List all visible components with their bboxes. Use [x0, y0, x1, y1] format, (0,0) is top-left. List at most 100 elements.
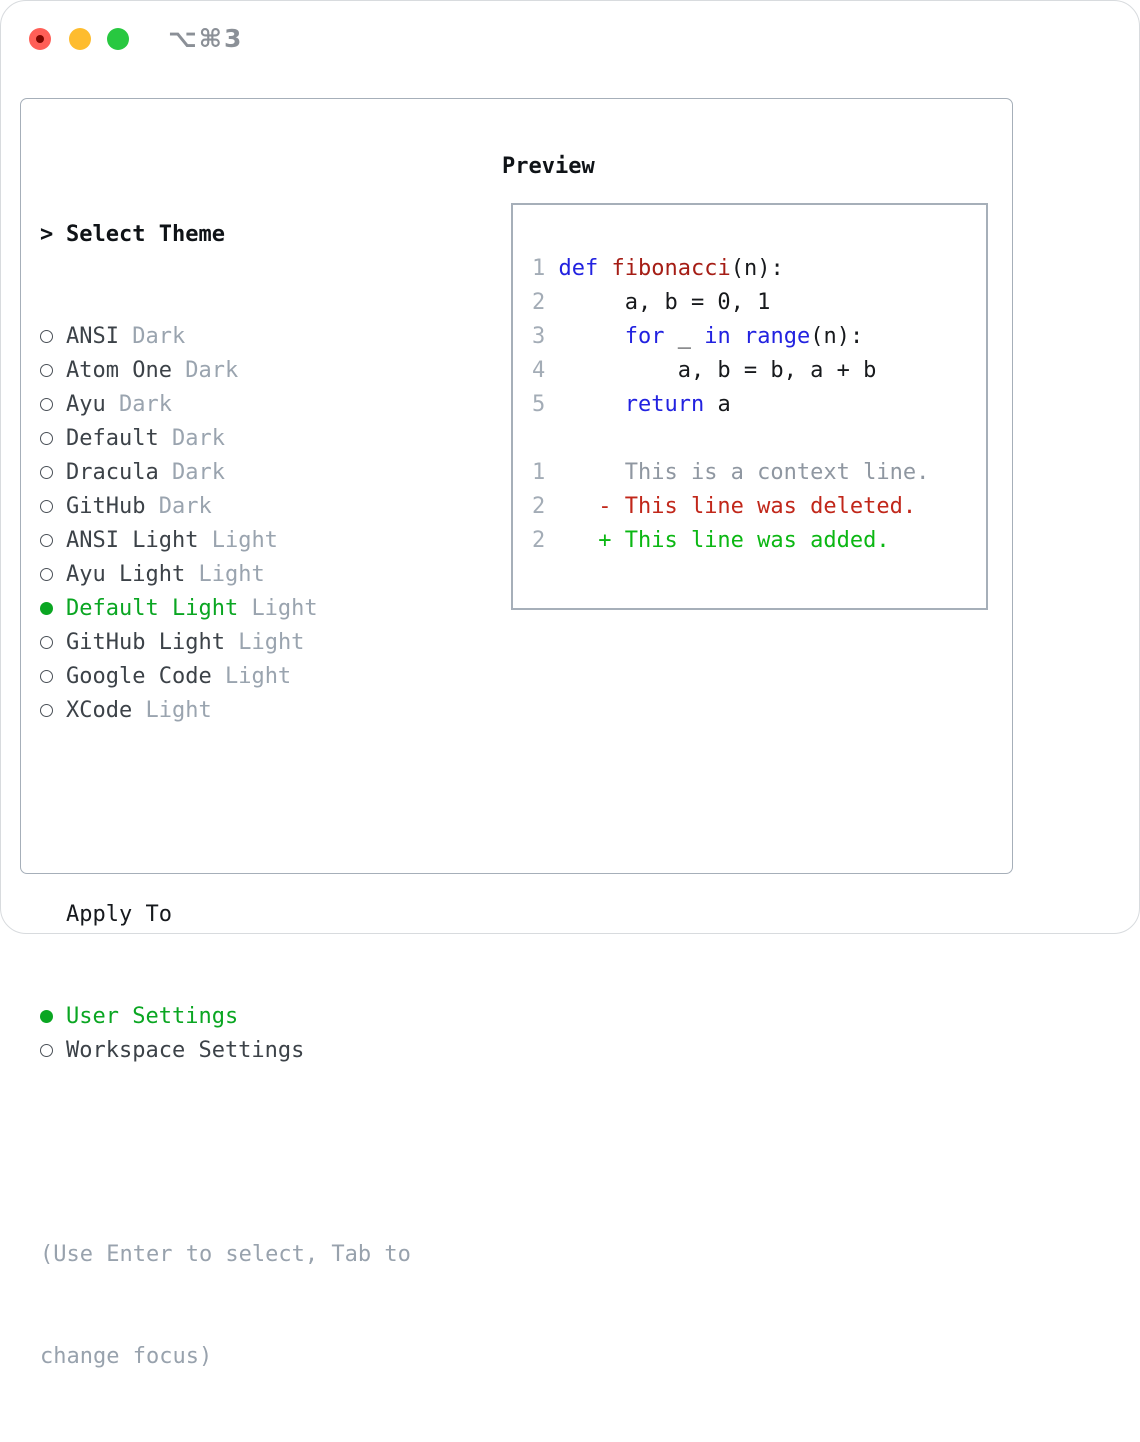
radio-unselected-icon — [40, 432, 53, 445]
radio-unselected-icon — [40, 398, 53, 411]
code-token — [598, 256, 611, 281]
code-line: 1 def fibonacci(n): — [532, 252, 929, 286]
code-token: range — [744, 324, 810, 349]
code-token: a, b = 0, 1 — [545, 290, 770, 315]
code-line — [532, 422, 929, 456]
radio-unselected-icon — [40, 330, 53, 343]
theme-variant-tag: Dark — [185, 358, 238, 383]
code-token: def — [559, 256, 599, 281]
radio-unselected-icon — [40, 534, 53, 547]
theme-variant-tag: Dark — [159, 494, 212, 519]
code-line: 3 for _ in range(n): — [532, 320, 929, 354]
theme-variant-tag: Light — [145, 698, 211, 723]
line-number: 1 — [532, 460, 545, 485]
theme-variant-tag: Light — [198, 562, 264, 587]
code-token: This is a context line. — [545, 460, 929, 485]
code-token: return — [625, 392, 704, 417]
close-button[interactable] — [29, 28, 51, 50]
code-token: _ — [664, 324, 704, 349]
selection-cursor: > — [40, 218, 66, 252]
line-number: 2 — [532, 290, 545, 315]
radio-selected-icon — [40, 602, 53, 615]
theme-option-ansi[interactable]: ANSI Dark — [40, 320, 411, 354]
radio-unselected-icon — [40, 364, 53, 377]
theme-variant-tag: Light — [212, 528, 278, 553]
apply-to-header: Apply To — [40, 898, 411, 932]
radio-unselected-icon — [40, 466, 53, 479]
code-token — [545, 392, 624, 417]
select-theme-label: Select Theme — [66, 222, 225, 247]
code-token: - This line was deleted. — [545, 494, 916, 519]
theme-option-github-light[interactable]: GitHub Light Light — [40, 626, 411, 660]
code-line: 4 a, b = b, a + b — [532, 354, 929, 388]
theme-option-default-light[interactable]: Default Light Light — [40, 592, 411, 626]
line-number: 2 — [532, 528, 545, 553]
line-number: 4 — [532, 358, 545, 383]
select-theme-header: >Select Theme — [40, 218, 411, 252]
spacer — [40, 796, 411, 830]
code-token: (n): — [731, 256, 784, 281]
theme-option-default[interactable]: Default Dark — [40, 422, 411, 456]
radio-unselected-icon — [40, 500, 53, 513]
theme-variant-tag: Dark — [172, 460, 225, 485]
theme-name: Ayu — [66, 392, 106, 417]
spacer — [40, 1136, 411, 1170]
code-line: 2 + This line was added. — [532, 524, 929, 558]
theme-option-ayu-light[interactable]: Ayu Light Light — [40, 558, 411, 592]
theme-name: GitHub Light — [66, 630, 225, 655]
theme-variant-tag: Dark — [119, 392, 172, 417]
theme-name: Default Light — [66, 596, 238, 621]
theme-variant-tag: Light — [225, 664, 291, 689]
window-title: ⌥⌘3 — [168, 24, 243, 53]
code-token: for — [625, 324, 665, 349]
line-number: 1 — [532, 256, 559, 281]
theme-option-google-code[interactable]: Google Code Light — [40, 660, 411, 694]
apply-option-workspace-settings[interactable]: Workspace Settings — [40, 1034, 411, 1068]
radio-unselected-icon — [40, 670, 53, 683]
code-token: in — [704, 324, 731, 349]
code-token — [731, 324, 744, 349]
zoom-button[interactable] — [107, 28, 129, 50]
theme-variant-tag: Light — [238, 630, 304, 655]
code-token: + This line was added. — [545, 528, 889, 553]
line-number: 5 — [532, 392, 545, 417]
theme-name: Atom One — [66, 358, 172, 383]
theme-name: Google Code — [66, 664, 212, 689]
theme-variant-tag: Light — [251, 596, 317, 621]
help-text-line-2: change focus) — [40, 1340, 411, 1374]
line-number: 2 — [532, 494, 545, 519]
code-token: fibonacci — [612, 256, 731, 281]
theme-name: ANSI — [66, 324, 119, 349]
theme-name: GitHub — [66, 494, 145, 519]
minimize-button[interactable] — [69, 28, 91, 50]
theme-option-ayu[interactable]: Ayu Dark — [40, 388, 411, 422]
radio-unselected-icon — [40, 1044, 53, 1057]
radio-unselected-icon — [40, 704, 53, 717]
theme-name: Dracula — [66, 460, 159, 485]
code-line: 2 a, b = 0, 1 — [532, 286, 929, 320]
theme-option-dracula[interactable]: Dracula Dark — [40, 456, 411, 490]
theme-option-github[interactable]: GitHub Dark — [40, 490, 411, 524]
theme-variant-tag: Dark — [172, 426, 225, 451]
theme-name: Ayu Light — [66, 562, 185, 587]
code-token: (n): — [810, 324, 863, 349]
line-number: 3 — [532, 324, 545, 349]
theme-option-xcode[interactable]: XCode Light — [40, 694, 411, 728]
code-line: 1 This is a context line. — [532, 456, 929, 490]
code-token — [545, 324, 624, 349]
code-token: a — [704, 392, 731, 417]
apply-option-label: Workspace Settings — [66, 1038, 304, 1063]
radio-unselected-icon — [40, 636, 53, 649]
radio-unselected-icon — [40, 568, 53, 581]
apply-option-user-settings[interactable]: User Settings — [40, 1000, 411, 1034]
theme-option-ansi-light[interactable]: ANSI Light Light — [40, 524, 411, 558]
theme-option-atom-one[interactable]: Atom One Dark — [40, 354, 411, 388]
code-line: 2 - This line was deleted. — [532, 490, 929, 524]
theme-name: ANSI Light — [66, 528, 198, 553]
